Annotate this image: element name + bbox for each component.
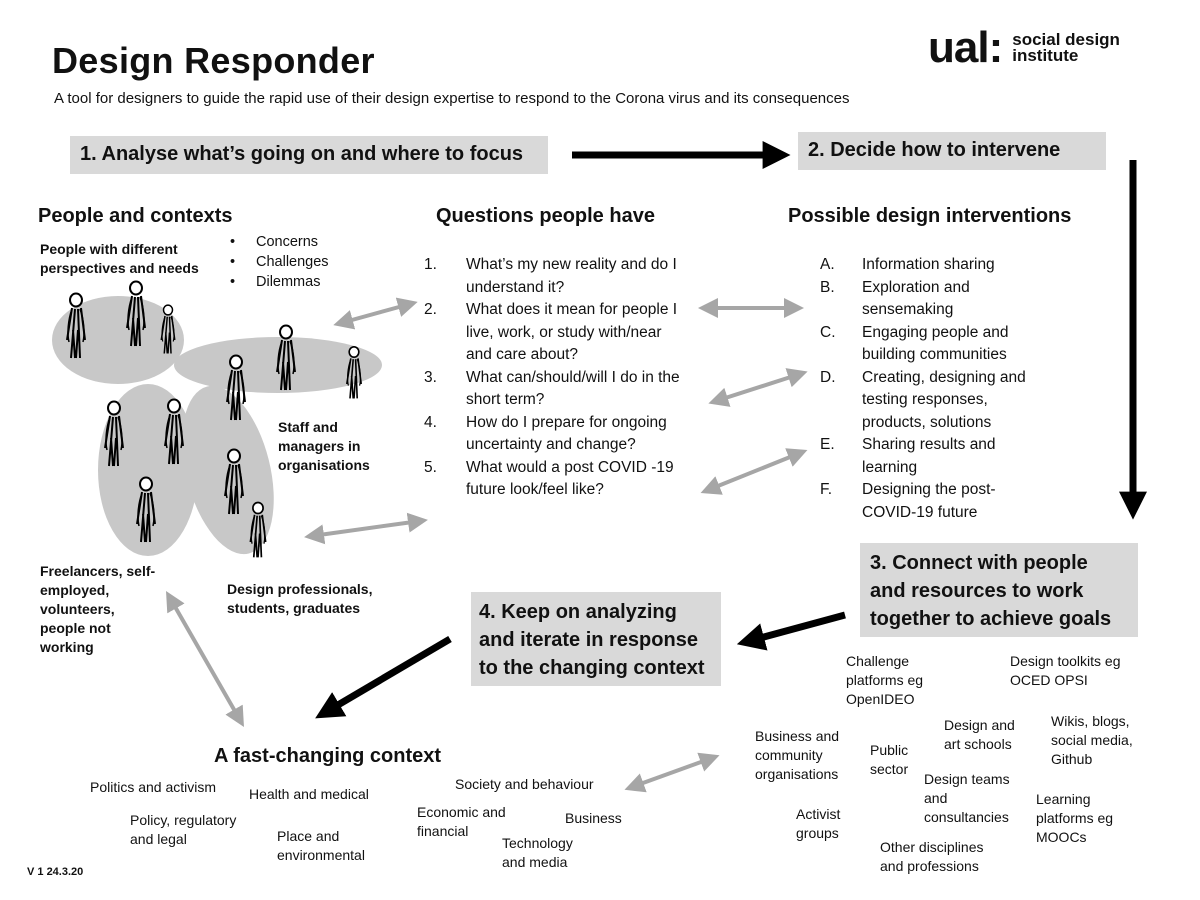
arrow-step4-to-context [315,635,452,719]
resource-activist: Activist groups [796,806,841,841]
people-different-label: People with different perspectives and n… [40,241,199,276]
step2-box: 2. Decide how to intervene [798,132,1106,170]
ual-logo-icon: ual: social design institute [928,26,1120,70]
resource-other: Other disciplines and professions [880,839,984,874]
interventions-list: A.Information sharing B.Exploration and … [820,254,1045,524]
bullet-icon: • [230,274,236,290]
context-society: Society and behaviour [455,776,594,792]
list-item: 5.What would a post COVID -19 future loo… [424,458,674,499]
arrow-freelancers-context [166,591,244,727]
version-label: V 1 24.3.20 [27,866,84,878]
context-technology: Technology and media [502,835,573,870]
list-item: E.Sharing results and learning [820,436,996,476]
bullet-icon: • [230,254,236,270]
resource-challenge: Challenge platforms eg OpenIDEO [846,653,924,707]
logo-mark: ual: [928,23,1003,72]
context-politics: Politics and activism [90,779,217,795]
resource-teams: Design teams and consultancies [924,771,1010,825]
resource-business-community: Business and community organisations [755,728,840,782]
logo-line2: institute [1012,46,1079,65]
context-heading: A fast-changing context [214,745,442,767]
people-heading: People and contexts [38,205,233,227]
resource-public-sector: Public sector [870,742,909,777]
step4-box: 4. Keep on analyzing and iterate in resp… [471,592,721,686]
resource-toolkits: Design toolkits eg OCED OPSI [1010,653,1121,688]
step1-box: 1. Analyse what’s going on and where to … [70,136,548,174]
logo-line1: social design [1012,30,1120,49]
context-place: Place and environmental [277,828,365,863]
list-item: 4.How do I prepare for ongoing uncertain… [424,413,667,454]
page-title: Design Responder [52,40,375,81]
resource-learning: Learning platforms eg MOOCs [1036,791,1114,845]
arrow-context-resources [624,752,720,793]
list-item: A.Information sharing [820,256,995,273]
arrow-people-questions [333,297,418,330]
list-item: C.Engaging people and building communiti… [820,323,1009,364]
arrow-people-questions-2 [304,512,428,545]
center-diamond-icon [170,372,180,384]
step3-box: 3. Connect with people and resources to … [860,543,1138,637]
list-item: 2.What does it mean for people I live, w… [424,301,678,363]
arrow-questions-interventions-2 [708,368,808,407]
list-item: 1.What’s my new reality and do I underst… [424,256,677,296]
bullet-icon: • [230,234,236,250]
list-item: F.Designing the post-COVID-19 future [820,481,996,521]
interventions-heading: Possible design interventions [788,205,1072,227]
arrow-step3-to-step4 [736,611,846,651]
concerns-list: •Concerns •Challenges •Dilemmas [230,232,329,292]
bullet-item: •Challenges [230,254,329,270]
questions-list: 1.What’s my new reality and do I underst… [424,254,686,502]
context-policy: Policy, regulatory and legal [130,812,237,847]
design-professionals-label: Design professionals, students, graduate… [227,581,373,616]
questions-heading: Questions people have [436,205,655,227]
resource-wikis: Wikis, blogs, social media, Github [1051,713,1133,767]
list-item: D.Creating, designing and testing respon… [820,368,1026,431]
context-business: Business [565,810,622,826]
page-subtitle: A tool for designers to guide the rapid … [54,90,850,107]
list-item: B.Exploration and sensemaking [820,278,970,319]
freelancers-label: Freelancers, self-employed, volunteers, … [40,563,156,655]
logo-text: social design institute [1012,30,1120,65]
resource-schools: Design and art schools [944,717,1015,752]
context-health: Health and medical [249,786,369,802]
context-economic: Economic and financial [417,804,506,839]
arrow-questions-interventions-3 [700,448,808,495]
staff-label: Staff and managers in organisations [278,419,370,473]
bullet-item: •Dilemmas [230,274,321,290]
bullet-item: •Concerns [230,234,319,250]
list-item: 3.What can/should/will I do in the short… [424,368,680,409]
